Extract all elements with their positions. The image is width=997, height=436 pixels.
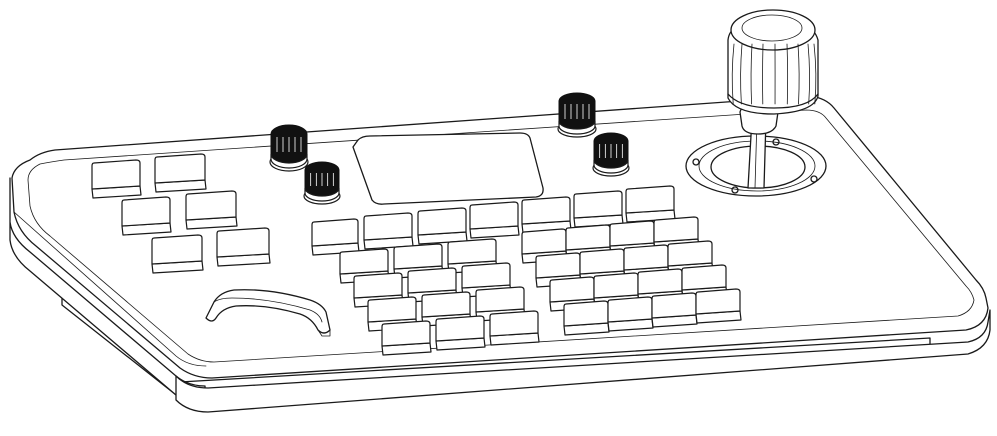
- left-matrix-key-r4c3[interactable]: [489, 310, 540, 346]
- function-key-4[interactable]: [185, 190, 238, 230]
- right-matrix-key-r2c2-top: [579, 248, 625, 275]
- right-matrix-key-r4c2[interactable]: [607, 296, 654, 332]
- joystick-top-cap: [730, 9, 816, 51]
- right-matrix-key-r1c3-top: [609, 220, 655, 247]
- joystick-grip-rib: [740, 43, 743, 105]
- rotary-knob-1-band: [270, 153, 308, 169]
- right-matrix-key-r3c3-top: [637, 268, 683, 295]
- right-matrix-key-r4c4-top: [695, 288, 741, 315]
- top-row-key-6-top: [573, 190, 623, 219]
- left-matrix-key-r2c2-top: [407, 267, 457, 294]
- joystick-screw-3: [810, 175, 818, 183]
- lcd-screen: [352, 132, 544, 205]
- joystick-top-cap-inner: [741, 14, 803, 42]
- rotary-knob-1[interactable]: [269, 124, 309, 172]
- rocker-wheel-edge: [213, 297, 323, 323]
- function-key-6[interactable]: [216, 227, 271, 267]
- right-matrix-key-r1c2-top: [565, 224, 611, 251]
- right-matrix-key-r3c4-top: [681, 264, 727, 291]
- function-key-6-top: [216, 227, 270, 258]
- rotary-knob-4-band: [593, 159, 629, 174]
- top-row-key-1-top: [311, 218, 359, 247]
- function-key-1[interactable]: [91, 159, 142, 199]
- joystick-grip-rib: [750, 43, 753, 105]
- left-matrix-key-r4c2-top: [435, 315, 485, 342]
- right-matrix-key-r3c1-top: [549, 276, 595, 303]
- top-row-key-5[interactable]: [521, 196, 572, 234]
- top-row-key-2-top: [363, 212, 413, 241]
- front-wall: [175, 309, 991, 413]
- left-matrix-key-r3c2-top: [421, 291, 471, 318]
- joystick-screw-2: [731, 186, 739, 194]
- function-key-2-top: [154, 153, 206, 184]
- right-matrix-key-r4c4[interactable]: [695, 288, 742, 324]
- right-matrix-key-r1c4-top: [653, 216, 699, 243]
- right-matrix-key-r4c1[interactable]: [563, 300, 610, 336]
- function-key-1-top: [91, 159, 141, 190]
- right-matrix-key-r4c2-top: [607, 296, 653, 323]
- left-matrix-key-r3c1-top: [367, 296, 417, 323]
- right-matrix-key-r1c1-top: [521, 228, 567, 255]
- joystick-grip-rib: [797, 43, 800, 105]
- left-matrix-key-r2c1-top: [353, 272, 403, 299]
- rotary-knob-2-band: [304, 187, 340, 202]
- rotary-knob-2[interactable]: [303, 161, 341, 205]
- top-row-key-4[interactable]: [469, 201, 520, 239]
- left-lower-edge: [13, 211, 207, 367]
- right-matrix-key-r4c3-top: [651, 292, 697, 319]
- right-matrix-key-r2c3-top: [623, 244, 669, 271]
- top-row-key-5-top: [521, 196, 571, 225]
- joystick-screw-4: [772, 138, 780, 146]
- lcd-screen-frame: [352, 132, 544, 205]
- joystick: [685, 9, 827, 197]
- knob-layer: [269, 92, 630, 205]
- joystick-grip-rib: [786, 43, 789, 105]
- top-panel-bevel: [27, 109, 975, 363]
- right-matrix-key-r4c3[interactable]: [651, 292, 698, 328]
- joystick-grip-band: [727, 93, 819, 109]
- left-matrix-key-r4c3-top: [489, 310, 539, 337]
- function-key-3[interactable]: [121, 196, 172, 236]
- left-matrix-key-r3c3-top: [475, 286, 525, 313]
- joystick-grip-rib: [807, 43, 810, 105]
- top-row-key-7-top: [625, 185, 675, 214]
- left-matrix-key-r4c2[interactable]: [435, 315, 486, 351]
- left-matrix-key-r1c1-top: [339, 248, 389, 275]
- rocker-wheel-lip: [317, 329, 331, 337]
- rotary-knob-4[interactable]: [592, 132, 630, 177]
- function-key-2[interactable]: [154, 153, 207, 193]
- top-row-key-4-top: [469, 201, 519, 230]
- left-matrix-key-r4c1-top: [381, 320, 431, 347]
- joystick-grip-rib: [813, 43, 817, 105]
- right-matrix-key-r2c1-top: [535, 252, 581, 279]
- function-key-3-top: [121, 196, 171, 227]
- rotary-knob-3-band: [558, 120, 596, 135]
- top-row-key-3[interactable]: [417, 207, 468, 245]
- left-matrix-key-r1c2-top: [393, 243, 443, 270]
- top-row-key-6[interactable]: [573, 190, 624, 228]
- left-matrix-key-r4c1[interactable]: [381, 320, 432, 356]
- left-matrix-key-r1c2[interactable]: [393, 243, 444, 279]
- top-row-key-2[interactable]: [363, 212, 414, 250]
- zoom-rocker-wheel: [205, 289, 331, 337]
- joystick-handle[interactable]: [727, 9, 819, 115]
- top-row-key-3-top: [417, 207, 467, 236]
- function-key-4-top: [185, 190, 237, 221]
- right-matrix-key-r3c2-top: [593, 272, 639, 299]
- top-row-key-7[interactable]: [625, 185, 676, 223]
- function-key-5-top: [151, 234, 203, 265]
- top-row-key-1[interactable]: [311, 218, 360, 256]
- key-layer: [91, 153, 742, 356]
- joystick-screw-1: [692, 158, 700, 166]
- rotary-knob-3[interactable]: [557, 92, 597, 138]
- left-matrix-key-r1c3-top: [447, 238, 497, 265]
- right-matrix-key-r4c1-top: [563, 300, 609, 327]
- function-key-5[interactable]: [151, 234, 204, 274]
- right-matrix-key-r2c4-top: [667, 240, 713, 267]
- left-matrix-key-r2c3-top: [461, 262, 511, 289]
